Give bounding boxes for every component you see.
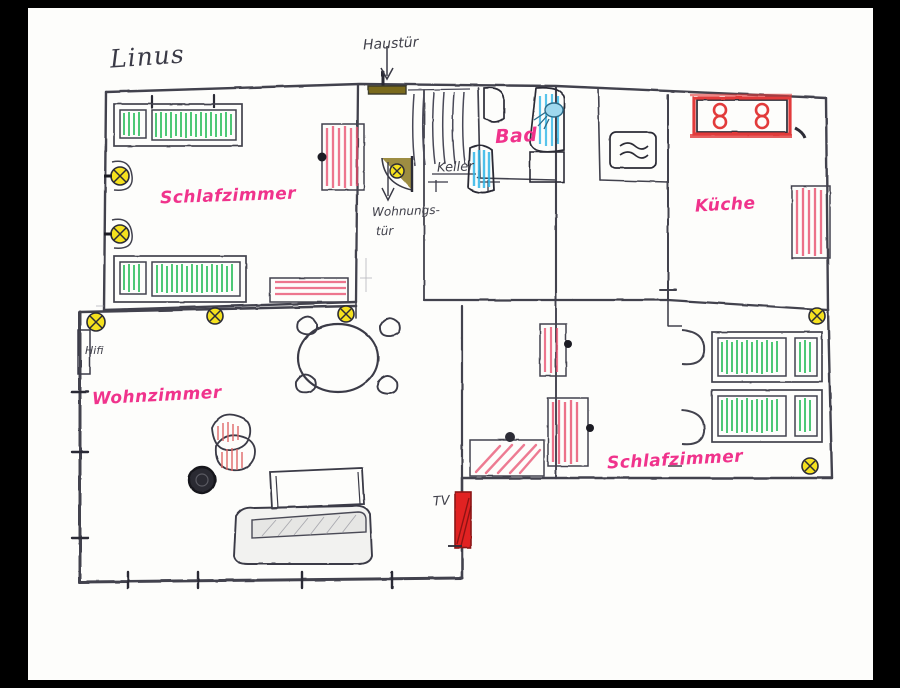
radiator-6 [469,432,545,477]
outlet-4 [206,307,224,325]
wall-mid-left [102,300,358,312]
shower [529,86,565,183]
outlet-1 [104,160,133,191]
bed-right-2 [711,389,823,443]
outlet-8 [389,163,405,179]
bathtub [467,144,495,194]
radiator-2 [269,277,349,303]
wall-kitchen-divider [599,179,669,183]
radiator-1 [317,123,365,191]
window-markers-bottom [70,390,394,590]
coffee-table [269,467,365,509]
wall-mid-far-right [666,298,830,312]
wall-bath-bottom [477,177,557,181]
radiator-3 [791,185,831,259]
outlet-5 [337,305,355,323]
bed-top-left-2 [113,255,247,303]
stove [690,93,807,139]
sofa [233,504,373,565]
dining-table [296,322,380,394]
wall-left-upper [102,90,108,312]
outlet-3 [86,312,106,332]
hifi [77,329,91,375]
front-door-symbol [367,46,407,95]
bed-right-1 [711,331,823,383]
side-object [187,465,217,495]
wall-top [104,82,828,100]
bed-top-left-1 [113,103,243,147]
tv [448,491,472,549]
radiator-5 [547,397,594,467]
door-arc-group [681,329,706,446]
toilet [483,86,505,123]
wall-right-lower [826,308,834,480]
nook-lines [668,325,682,467]
guide-lines [96,258,372,307]
outlet-group [86,160,826,475]
wall-living-bottom [78,576,464,584]
outlet-6 [808,307,826,325]
outlet-7 [801,457,819,475]
window-markers-top [150,70,385,110]
outlet-2 [104,218,133,249]
radiator-4 [539,323,572,377]
sink [609,131,657,169]
wall-bath-inner-right [597,87,601,181]
wall-right-upper [824,96,830,312]
armchair [211,413,256,472]
wall-hall-left [354,82,360,304]
stairs [407,88,471,167]
